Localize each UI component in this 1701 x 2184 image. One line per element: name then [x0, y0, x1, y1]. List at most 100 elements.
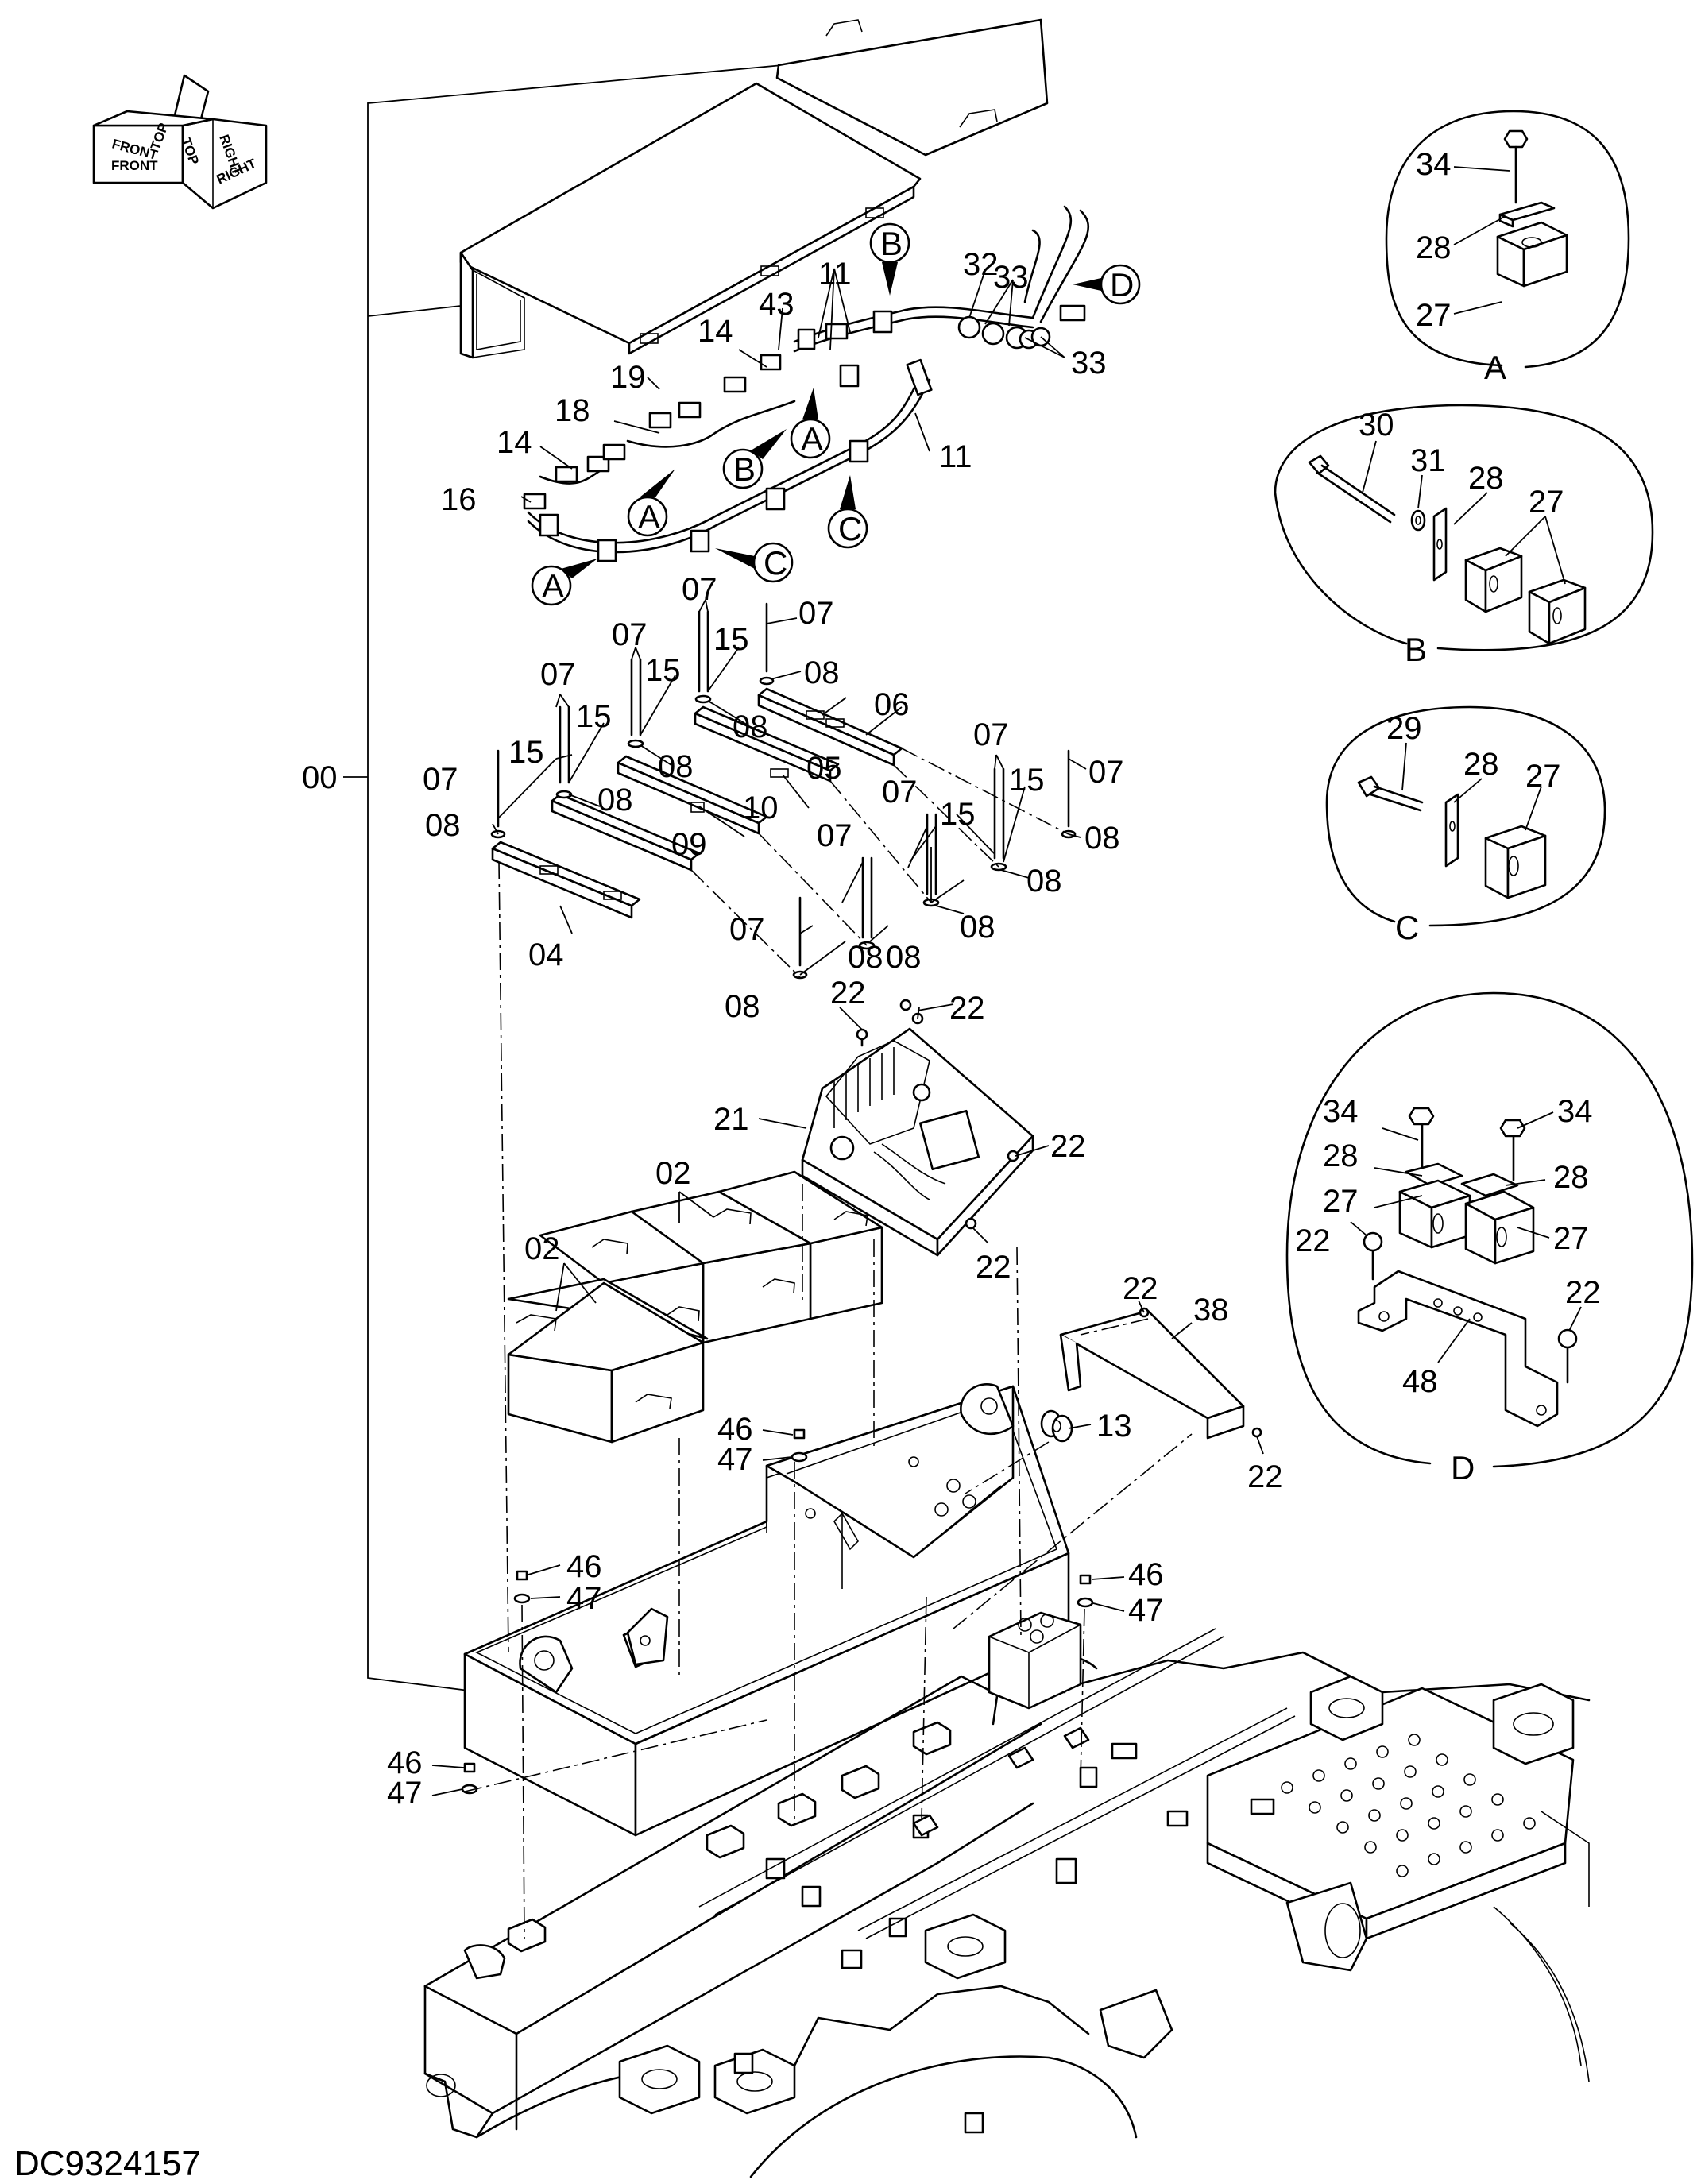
callout-02-lower: 02	[524, 1231, 560, 1266]
callout-00: 00	[302, 760, 338, 795]
callout-15-d: 15	[508, 735, 544, 770]
callout-08-i: 08	[886, 940, 922, 975]
detail-c-callout-27: 27	[1525, 759, 1561, 794]
callout-47-lower: 47	[387, 1776, 423, 1811]
callout-22-a: 22	[830, 976, 866, 1011]
callout-08-b: 08	[733, 709, 768, 744]
ref-bubble-b-2: B	[722, 429, 787, 489]
callout-08-a: 08	[804, 655, 840, 690]
detail-c-callout-28: 28	[1463, 747, 1499, 782]
drawing-code: DC9324157	[14, 2144, 201, 2183]
callout-15-b: 15	[645, 653, 681, 688]
callout-47-mid: 47	[717, 1442, 753, 1477]
detail-a-callout-27: 27	[1416, 298, 1452, 333]
callout-15-e: 15	[1009, 763, 1045, 798]
callout-07-b: 07	[682, 572, 717, 607]
callout-05: 05	[806, 751, 842, 786]
callout-06: 06	[874, 687, 910, 722]
platform-holes	[1281, 1734, 1536, 1877]
callout-07-g: 07	[1088, 755, 1124, 790]
reference-bubbles: B D A B A C A C	[531, 222, 1141, 606]
cover-plate-38	[1059, 1307, 1262, 1440]
callout-14-left: 14	[497, 425, 532, 460]
svg-text:D: D	[1110, 266, 1134, 303]
ref-bubble-a-3: A	[531, 559, 597, 606]
detail-c-callout-29: 29	[1386, 711, 1422, 746]
ref-bubble-a-1: A	[627, 469, 675, 537]
detail-a-callout-28: 28	[1416, 230, 1452, 265]
detail-view-b: B 30 31 28 27	[1274, 404, 1654, 668]
ref-bubble-a-2: A	[790, 388, 831, 459]
detail-d-callout-27-left: 27	[1323, 1184, 1359, 1219]
callout-32: 32	[963, 247, 999, 282]
connector	[760, 354, 782, 371]
svg-text:A: A	[801, 420, 823, 458]
callout-08-j: 08	[725, 989, 760, 1024]
callout-labels: 11 43 14 19 18 14 16 11 32 33 33 07 07 0…	[387, 247, 1283, 1811]
callout-46-mid: 46	[717, 1412, 753, 1447]
hold-down-hardware	[490, 602, 1077, 980]
callout-33-upper: 33	[993, 260, 1029, 295]
callout-07-f: 07	[973, 717, 1009, 752]
detail-d-callout-48: 48	[1402, 1364, 1438, 1399]
callout-15-a: 15	[713, 622, 749, 657]
callout-22-f: 22	[1247, 1459, 1283, 1494]
detail-view-c: C 29 28 27	[1325, 705, 1606, 946]
detail-c-title: C	[1395, 909, 1419, 946]
detail-d-callout-34-right: 34	[1557, 1094, 1593, 1129]
callout-02-upper: 02	[655, 1156, 691, 1191]
bar-04	[491, 847, 633, 919]
orient-label-front: FRONT	[111, 158, 158, 173]
svg-text:A: A	[638, 498, 660, 535]
callout-07-j: 07	[729, 912, 765, 947]
alignment-lines	[464, 861, 1193, 1939]
callout-07-h: 07	[882, 775, 918, 810]
detail-d-title: D	[1451, 1449, 1475, 1486]
detail-d-callout-22-left: 22	[1295, 1223, 1331, 1258]
callout-07-a: 07	[798, 596, 834, 631]
detail-b-callout-28: 28	[1468, 461, 1504, 496]
callout-07-d: 07	[540, 657, 576, 692]
detail-b-callout-30: 30	[1359, 408, 1394, 443]
callout-leaders	[431, 268, 1264, 1796]
detail-a-callout-34: 34	[1416, 147, 1452, 182]
callout-38: 38	[1193, 1293, 1229, 1328]
callout-22-e: 22	[1123, 1271, 1158, 1306]
detail-b-title: B	[1405, 631, 1427, 668]
battery-2	[630, 1190, 812, 1344]
battery-cover	[459, 18, 1049, 359]
detail-b-callout-31: 31	[1410, 443, 1446, 478]
detail-d-callout-22-right: 22	[1565, 1275, 1601, 1310]
callout-11-mid: 11	[939, 439, 972, 474]
detail-d-screw-right	[1557, 1328, 1578, 1384]
orientation-marker: FRONT FRONT TOP TOP RIGHT RIGHT	[92, 74, 268, 210]
fastener-46-47-left	[513, 1570, 531, 1604]
callout-43: 43	[759, 287, 794, 322]
svg-text:B: B	[880, 225, 903, 262]
detail-d-callout-27-right: 27	[1553, 1221, 1589, 1256]
callout-07-e: 07	[423, 762, 458, 797]
callout-33-lower: 33	[1071, 346, 1107, 381]
batteries	[507, 1170, 883, 1444]
svg-text:B: B	[733, 450, 756, 488]
callout-08-g: 08	[1026, 864, 1062, 899]
callout-22-d: 22	[976, 1250, 1011, 1285]
fastener-46-47-mid	[791, 1428, 808, 1463]
callout-04: 04	[528, 937, 564, 972]
callout-08-c: 08	[658, 749, 694, 784]
callout-07-c: 07	[612, 617, 648, 652]
upper-frame	[423, 1611, 1591, 2178]
battery-box	[461, 1383, 1094, 1837]
callout-46-right: 46	[1128, 1557, 1164, 1592]
svg-text:C: C	[838, 510, 862, 547]
detail-b-callout-27: 27	[1529, 485, 1564, 520]
ref-bubble-c-2: C	[715, 542, 794, 583]
callout-15-c: 15	[576, 699, 612, 734]
mounting-bracket	[626, 1607, 669, 1666]
callout-22-c: 22	[1050, 1129, 1086, 1164]
callout-18: 18	[555, 393, 590, 428]
ref-bubble-b-top: B	[869, 222, 910, 296]
detail-d-callout-28-right: 28	[1553, 1160, 1589, 1195]
callout-08-d: 08	[597, 783, 633, 818]
